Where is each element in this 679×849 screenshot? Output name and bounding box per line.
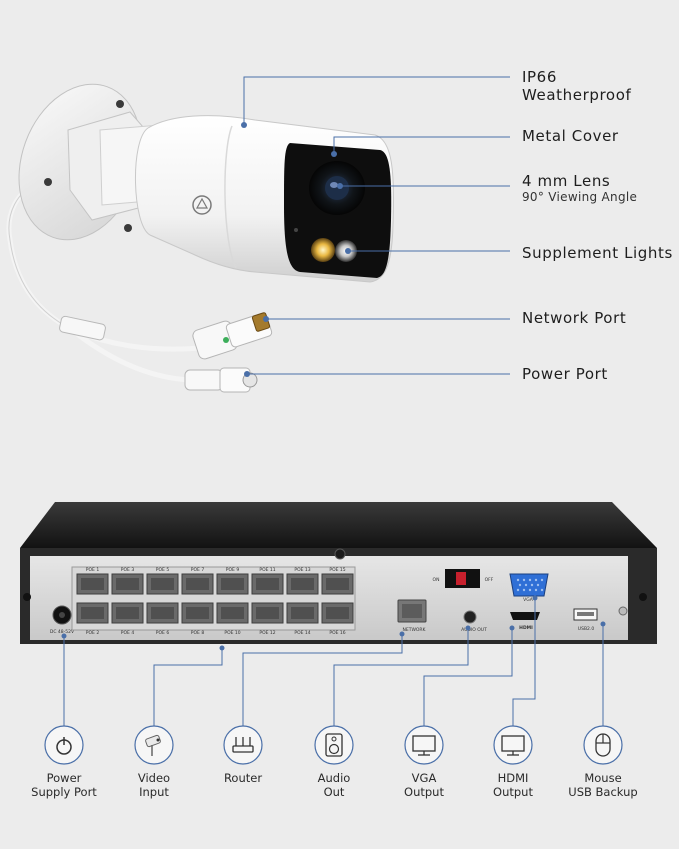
- poe-port-top-7-label: POE 13: [294, 567, 310, 573]
- poe-port-top-5-label: POE 9: [226, 567, 240, 573]
- poe-port-top-2-label: POE 3: [121, 567, 135, 573]
- poe-port-top-4-socket: [186, 578, 209, 590]
- callout-weatherproof: Weatherproof: [522, 86, 632, 104]
- hdmi-monitor-icon: [493, 725, 533, 765]
- poe-port-bottom-4-socket: [186, 607, 209, 619]
- poe-port-top-1-socket: [81, 578, 104, 590]
- callout-network-port: Network Port: [522, 309, 627, 327]
- callout-lens: 4 mm Lens 90° Viewing Angle: [522, 172, 638, 204]
- poe-port-bottom-2-label: POE 4: [121, 630, 135, 636]
- poe-port-bottom-1-label: POE 2: [86, 630, 100, 636]
- poe-port-bottom-5-socket: [221, 607, 244, 619]
- poe-port-top-8-label: POE 15: [329, 567, 345, 573]
- poe-ports: POE 1 POE 3 POE 5 POE 7 POE 9 POE 11 POE 13 POE…: [76, 567, 354, 636]
- poe-port-top-3-label: POE 5: [156, 567, 170, 573]
- callout-metal-cover: Metal Cover: [522, 127, 619, 145]
- camera-illustration: [6, 83, 395, 393]
- mouse-icon: [583, 725, 623, 765]
- poe-port-bottom-6-socket: [256, 607, 279, 619]
- poe-port-bottom-7-label: POE 14: [294, 630, 310, 636]
- svg-text:AUDIO OUT: AUDIO OUT: [461, 627, 487, 633]
- network-label: NETWORK: [402, 627, 426, 633]
- network-connector: [192, 312, 273, 360]
- vga-monitor-icon: [404, 725, 444, 765]
- callout-supplement-lights: Supplement Lights: [522, 244, 673, 262]
- poe-port-bottom-4-label: POE 8: [191, 630, 205, 636]
- svg-text:OFF: OFF: [485, 577, 494, 583]
- poe-port-bottom-1-socket: [81, 607, 104, 619]
- poe-port-bottom-8-label: POE 16: [329, 630, 345, 636]
- port-icon-row: [44, 725, 623, 765]
- poe-port-top-5-socket: [221, 578, 244, 590]
- poe-port-top-7-socket: [291, 578, 314, 590]
- poe-port-top-1-label: POE 1: [86, 567, 100, 573]
- dc-label: DC 48-52V: [50, 629, 75, 635]
- nvr-top: [20, 502, 657, 548]
- poe-port-top-6-label: POE 11: [259, 567, 275, 573]
- poe-port-top-8-socket: [326, 578, 349, 590]
- poe-port-bottom-8-socket: [326, 607, 349, 619]
- poe-port-bottom-3-socket: [151, 607, 174, 619]
- poe-port-bottom-2-socket: [116, 607, 139, 619]
- callout-power-port: Power Port: [522, 365, 608, 383]
- svg-text:VGA: VGA: [523, 597, 534, 603]
- ground-screw: [618, 606, 628, 616]
- power-connector: [184, 367, 258, 393]
- poe-port-bottom-7-socket: [291, 607, 314, 619]
- poe-port-bottom-6-label: POE 12: [259, 630, 275, 636]
- router-icon: [223, 725, 263, 765]
- power-icon: [44, 725, 84, 765]
- poe-port-bottom-5-label: POE 10: [224, 630, 240, 636]
- svg-text:HDMI: HDMI: [519, 625, 533, 631]
- supplement-light-warm: [311, 238, 335, 262]
- callout-ip66: IP66: [522, 68, 557, 86]
- audio-jack: [463, 610, 477, 624]
- camera-icon: [134, 725, 174, 765]
- hdmi-port: [510, 612, 540, 620]
- svg-text:USB2.0: USB2.0: [578, 626, 595, 632]
- poe-port-top-4-label: POE 7: [191, 567, 205, 573]
- label-router: Router: [223, 771, 263, 785]
- poe-port-top-3-socket: [151, 578, 174, 590]
- speaker-icon: [314, 725, 354, 765]
- nvr-callout-dots: [61, 595, 606, 651]
- nvr-callout-lines: [63, 598, 604, 727]
- camera-callout-dots: [241, 122, 351, 377]
- camera-callout-lines: [243, 76, 510, 375]
- svg-text:ON: ON: [433, 577, 440, 583]
- vga-port: [509, 573, 549, 597]
- poe-port-top-6-socket: [256, 578, 279, 590]
- poe-port-top-2-socket: [116, 578, 139, 590]
- poe-port-bottom-3-label: POE 6: [156, 630, 170, 636]
- brand-logo-icon: [192, 195, 212, 215]
